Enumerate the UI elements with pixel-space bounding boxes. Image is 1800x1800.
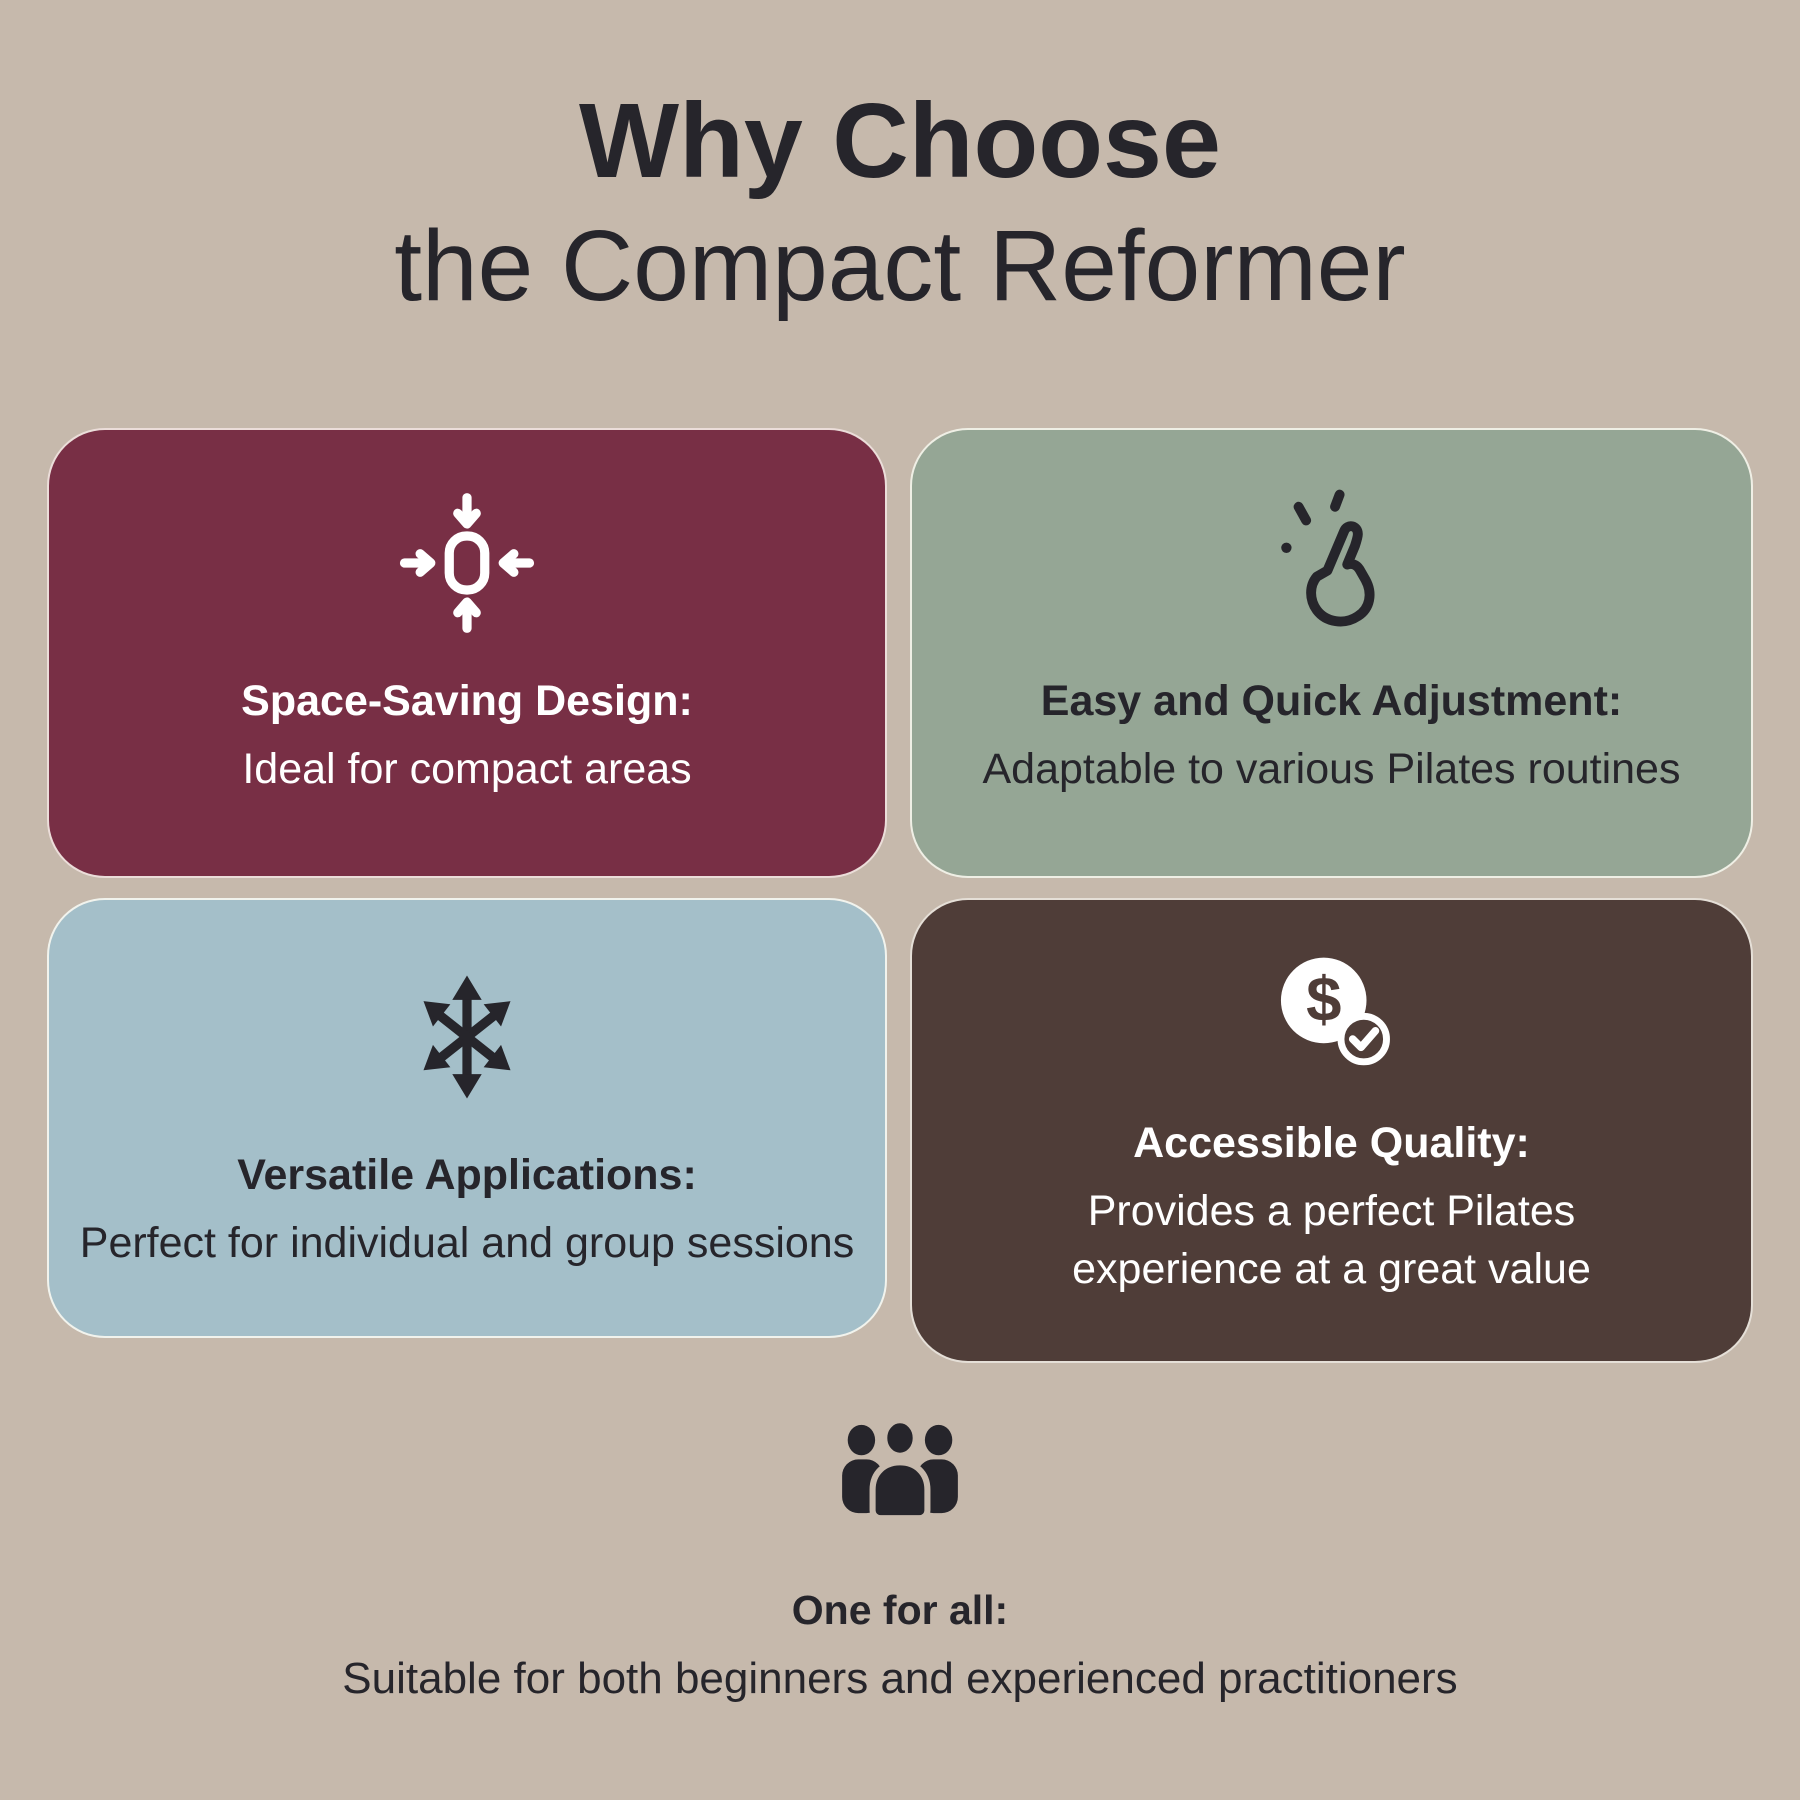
card-heading: Easy and Quick Adjustment: bbox=[1040, 677, 1623, 726]
card-body: Ideal for compact areas bbox=[242, 745, 692, 794]
people-group-icon bbox=[842, 1417, 958, 1522]
card-versatile-applications: Versatile Applications: Perfect for indi… bbox=[47, 898, 887, 1339]
footer-body: Suitable for both beginners and experien… bbox=[342, 1654, 1458, 1704]
card-body: Adaptable to various Pilates routines bbox=[982, 745, 1681, 794]
footer-icon-box bbox=[0, 1415, 1800, 1525]
footer-section: One for all: Suitable for both beginners… bbox=[0, 1415, 1800, 1704]
card-space-saving: Space-Saving Design: Ideal for compact a… bbox=[47, 428, 887, 879]
card-icon-box: $ bbox=[1263, 942, 1401, 1092]
svg-text:$: $ bbox=[1306, 966, 1341, 1036]
card-easy-adjustment: Easy and Quick Adjustment: Adaptable to … bbox=[910, 428, 1753, 879]
card-icon-box bbox=[403, 952, 531, 1122]
page-title: Why Choose the Compact Reformer bbox=[0, 0, 1800, 323]
card-body: Provides a perfect Pilates experience at… bbox=[1072, 1187, 1591, 1294]
card-icon-box bbox=[396, 478, 538, 648]
card-heading: Space-Saving Design: bbox=[241, 677, 693, 726]
snap-fingers-icon bbox=[1280, 490, 1375, 627]
compress-arrows-icon bbox=[399, 493, 535, 634]
card-heading: Versatile Applications: bbox=[237, 1151, 697, 1200]
title-line-1: Why Choose bbox=[579, 82, 1221, 200]
footer-heading: One for all: bbox=[791, 1587, 1009, 1634]
card-body: Perfect for individual and group session… bbox=[79, 1219, 855, 1268]
card-icon-box bbox=[1256, 478, 1408, 648]
multi-direction-arrows-icon bbox=[423, 976, 511, 1099]
title-line-2: the Compact Reformer bbox=[394, 210, 1406, 323]
feature-cards-grid: Space-Saving Design: Ideal for compact a… bbox=[47, 428, 1753, 1364]
dollar-check-icon: $ bbox=[1280, 958, 1390, 1066]
card-accessible-quality: $ Accessible Quality: Provides a perfect… bbox=[910, 898, 1753, 1364]
card-heading: Accessible Quality: bbox=[1133, 1119, 1530, 1168]
